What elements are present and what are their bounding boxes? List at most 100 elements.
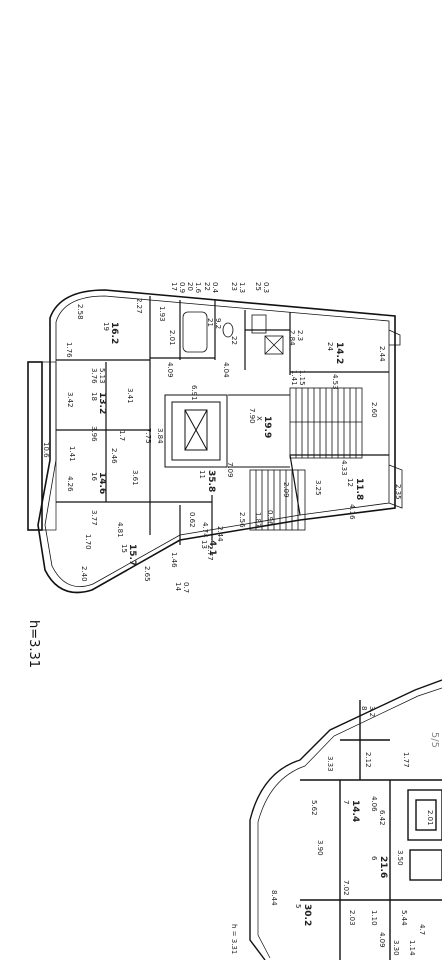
label: 3.76 <box>90 368 98 384</box>
label: 2.44 <box>216 526 224 542</box>
label: 4.16 <box>348 504 356 520</box>
label: 2.3 <box>296 330 304 341</box>
label: 7 <box>342 800 350 804</box>
label: 7.09 <box>226 462 234 478</box>
label: 6.91 <box>190 385 198 401</box>
label: 3.30 <box>392 940 400 956</box>
dimension-labels: 17 0.9 20 1.6 22 0.4 23 1.3 25 0.3 2.27 … <box>42 282 402 593</box>
label: 19.9 <box>262 416 272 438</box>
label: 3.25 <box>314 480 322 496</box>
label: 3.41 <box>126 388 134 404</box>
interior-walls <box>56 296 389 545</box>
label: 9.2 <box>214 318 222 329</box>
outer-walls <box>27 289 396 594</box>
label: 4.06 <box>370 796 378 812</box>
label: 35.8 <box>206 470 216 492</box>
image-counter: 5/5 <box>429 731 440 748</box>
label: 23 <box>230 282 238 291</box>
label: 22 <box>203 282 211 291</box>
label: 1.46 <box>170 552 178 568</box>
label: 1.87 <box>254 512 262 528</box>
label: 19 <box>102 322 110 331</box>
label: 10.6 <box>42 442 50 458</box>
label: 2.44 <box>378 346 386 362</box>
label: 7.90 <box>248 408 256 424</box>
label: 18 <box>90 392 98 401</box>
label: 2.84 <box>288 330 296 346</box>
label: 21.6 <box>378 856 388 878</box>
stairs-lower <box>249 469 306 531</box>
label: 11 <box>198 470 206 479</box>
label: 5 <box>294 904 302 908</box>
label: 1.77 <box>402 752 410 768</box>
label: 12 <box>346 478 354 487</box>
label: 4.74 <box>201 522 209 538</box>
label: 4.81 <box>116 522 124 538</box>
right-balcony <box>388 329 403 509</box>
label: 2.09 <box>282 482 290 498</box>
stairs-upper <box>289 387 363 459</box>
label: 11.8 <box>354 478 364 500</box>
label: 16 <box>90 472 98 481</box>
label: 2.01 <box>168 330 176 346</box>
label: 2.40 <box>80 566 88 582</box>
label: 3.96 <box>90 426 98 442</box>
ceiling-height-label: h=3.31 <box>26 620 41 668</box>
label: 25 <box>254 282 262 291</box>
label: 15 <box>120 544 128 553</box>
label: 13.2 <box>97 392 107 414</box>
label: 4.33 <box>340 460 348 476</box>
label: 1.93 <box>158 306 166 322</box>
partial-plan-labels: 8 3.2 3.33 2.12 1.77 5.62 7 14.4 4.06 6.… <box>270 706 434 956</box>
label: 2.60 <box>370 402 378 418</box>
partial-plan-walls <box>249 679 442 960</box>
label: 1.15 <box>298 370 306 386</box>
label: 1.14 <box>408 940 416 956</box>
label: 2.46 <box>110 448 118 464</box>
label: 0.9 <box>178 282 186 293</box>
label: 16.2 <box>109 322 119 344</box>
label: 8 <box>360 706 368 710</box>
label: 1.10 <box>370 910 378 926</box>
label: 3.33 <box>326 756 334 772</box>
label: 2.56 <box>238 512 246 528</box>
label: 1.76 <box>65 342 73 358</box>
label: 2.35 <box>394 484 402 500</box>
label: 14.2 <box>334 342 344 364</box>
label: 4.7 <box>418 924 426 935</box>
label: 1.7 <box>118 430 126 441</box>
label: 7.75 <box>144 428 152 444</box>
label: 21 <box>206 318 214 327</box>
label: 13 <box>200 540 208 549</box>
label: 2.77 <box>206 545 214 561</box>
label: 6 <box>370 856 378 861</box>
label: 0.3 <box>262 282 270 293</box>
label: 4.1 <box>207 540 217 556</box>
label: 4.26 <box>66 476 74 492</box>
label: 1.70 <box>84 534 92 550</box>
label: 3.61 <box>131 470 139 486</box>
label: 5.44 <box>400 910 408 926</box>
label: 1.41 <box>68 446 76 462</box>
label: 20 <box>186 282 194 291</box>
label: 14.6 <box>97 472 107 494</box>
label: 2.03 <box>348 910 356 926</box>
bathroom-fixtures <box>182 311 284 355</box>
label: 5.13 <box>98 368 106 384</box>
label: 17 <box>170 282 178 291</box>
label: 4.09 <box>166 362 174 378</box>
label: 2.01 <box>426 810 434 826</box>
label: 1.6 <box>194 282 202 294</box>
label: 24 <box>326 342 334 351</box>
label: 1.41 <box>290 370 298 386</box>
label: 3.77 <box>90 510 98 526</box>
label: 3.50 <box>396 850 404 866</box>
label: 4.53 <box>331 374 339 390</box>
label: 1.3 <box>238 282 246 293</box>
label: 14.4 <box>350 800 360 822</box>
label: 4.04 <box>222 362 230 378</box>
label: 2.27 <box>135 298 143 314</box>
label: 0.7 <box>182 582 190 593</box>
label: 3.90 <box>316 840 324 856</box>
